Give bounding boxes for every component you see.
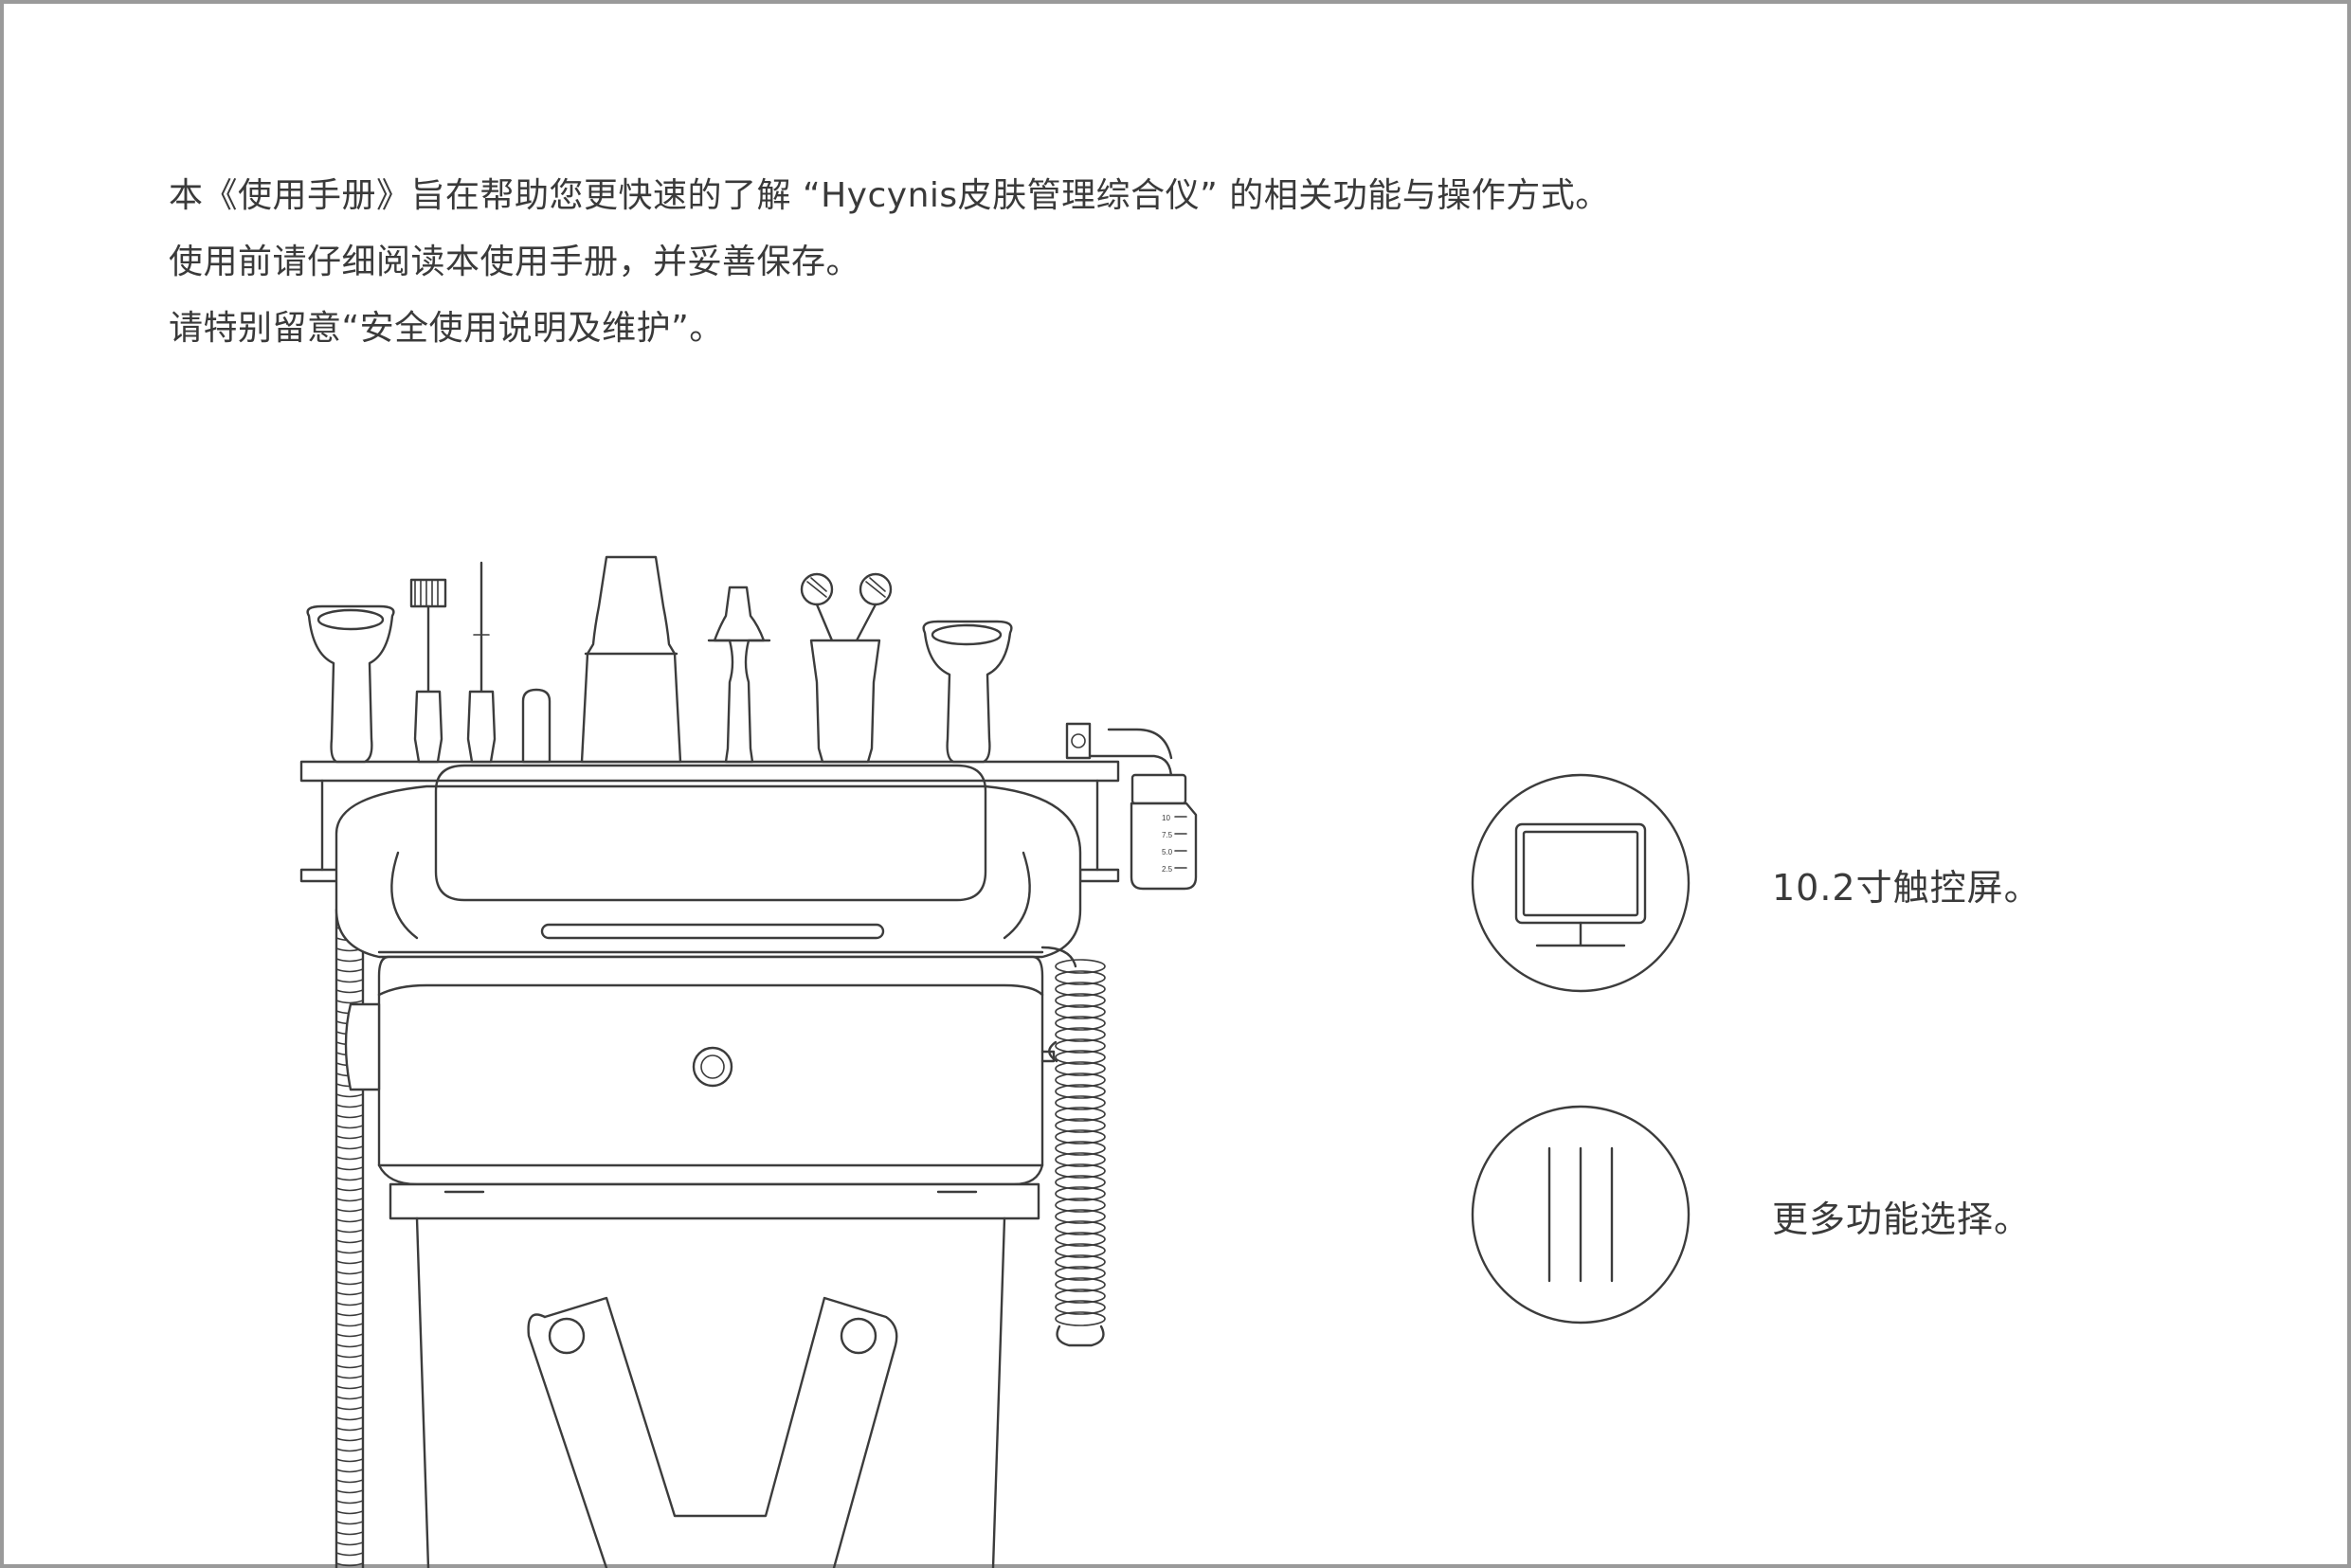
cord-coil [1055,1004,1106,1019]
handpiece-7 [800,572,893,764]
cord-coil [1055,1186,1106,1201]
cord-coil [1055,1118,1106,1133]
cord-coil [1055,1016,1106,1031]
handpiece-4 [521,688,552,764]
cord-plug [1040,1050,1056,1063]
intro-text: 本《使用手册》旨在帮助您更快速的了解 “Hycynis皮肤管理综合仪” 的相关功… [169,163,1969,362]
cord-coil [1055,1277,1106,1292]
cord-coil [1055,1232,1106,1247]
bottle-scale-7-5: 7.5 [1162,831,1173,839]
cord-coil [1055,1163,1106,1179]
cord-coil [1055,970,1106,985]
handpiece-3 [466,561,497,764]
cord-coil [1055,1027,1106,1042]
cord-coil [1055,1300,1106,1315]
feature-label-touchscreen: 10.2寸触控屏。 [1772,867,2041,909]
cord-coil [1055,1141,1106,1156]
bottle-scale-10: 10 [1162,814,1170,822]
cord-coil [1055,993,1106,1008]
cord-coil [1055,1095,1106,1110]
right-cord [1040,946,1106,1347]
handpiece-2 [409,578,447,764]
handpiece-6 [707,586,771,764]
feature-label-more-functions: 更多功能选择。 [1772,1199,2032,1240]
cord-coil [1055,1107,1106,1122]
cord-coil [1055,982,1106,997]
cord-coil [1055,1038,1106,1054]
cord-coil [1055,1311,1106,1326]
cord-coil [1055,1243,1106,1258]
device-cabinet [415,1217,1006,1568]
handles-icon [1471,1105,1691,1325]
bottle-scale-5-0: 5.0 [1162,848,1173,856]
device-head [335,764,1082,959]
cord-coil [1055,1050,1106,1065]
cord-coil [1055,1129,1106,1144]
intro-line-3: 请特别留意“安全使用说明及维护”。 [169,309,724,348]
cord-coil [1055,1175,1106,1190]
intro-line-1: 本《使用手册》旨在帮助您更快速的了解 “Hycynis皮肤管理综合仪” 的相关功… [169,176,1610,215]
cord-coil [1055,1061,1106,1076]
water-bottle: 10 7.5 5.0 2.5 [1065,722,1198,891]
intro-line-2: 使用前请仔细阅读本使用手册，并妥善保存。 [169,243,861,281]
device-body [344,955,1044,1220]
cord-coil [1055,1209,1106,1224]
handpiece-1 [306,604,395,764]
cord-coil [1055,1254,1106,1270]
handpiece-8 [922,620,1013,764]
cord-coil [1055,1198,1106,1213]
cord-coil [1055,959,1106,974]
bottle-scale-2-5: 2.5 [1162,865,1173,874]
handpiece-5 [580,555,682,764]
cord-coil [1055,1084,1106,1099]
cord-coil [1055,1152,1106,1167]
cord-coil [1055,1289,1106,1304]
cord-coil [1055,1072,1106,1088]
cord-coil [1055,1266,1106,1281]
monitor-icon [1471,773,1691,993]
cord-coil [1055,1220,1106,1235]
